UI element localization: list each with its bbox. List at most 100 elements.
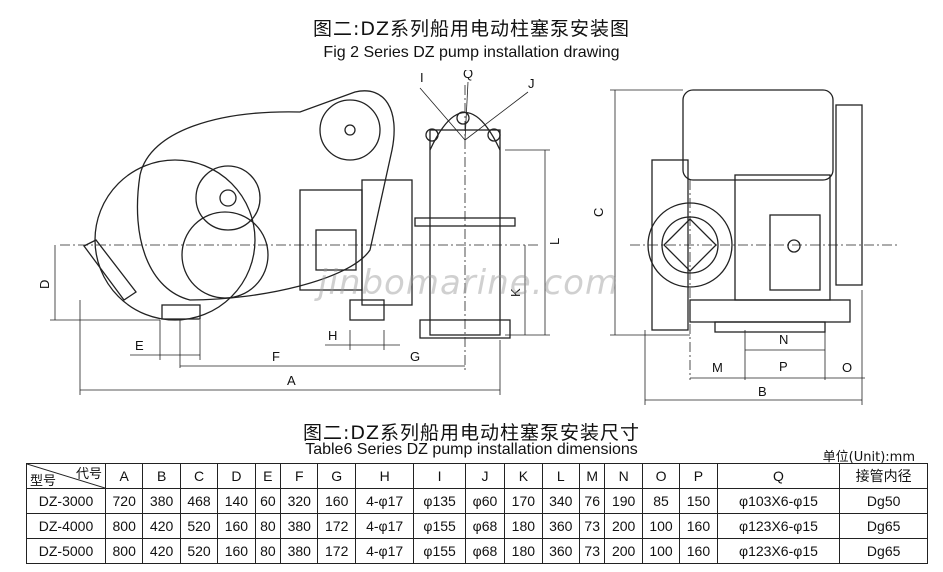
label-C: C xyxy=(591,208,606,217)
dimensions-table: 代号 型号 A B C D E F G H I J K L M N O P Q … xyxy=(26,463,928,564)
label-Q: Q xyxy=(463,70,473,81)
figure-title-en: Fig 2 Series DZ pump installation drawin… xyxy=(323,44,620,61)
label-P: P xyxy=(779,359,788,374)
cell: 4-φ17 xyxy=(354,488,415,514)
cell: φ135 xyxy=(413,488,466,514)
label-I: I xyxy=(420,70,424,85)
cell: φ68 xyxy=(464,513,506,539)
cell: φ123X6-φ15 xyxy=(716,538,841,564)
label-B: B xyxy=(758,384,767,399)
table-title-en: Table6 Series DZ pump installation dimen… xyxy=(305,441,638,458)
cell: 420 xyxy=(142,513,181,539)
table-title-cn: 图二:DZ系列船用电动柱塞泵安装尺寸 xyxy=(302,422,641,444)
label-O: O xyxy=(842,360,852,375)
label-M: M xyxy=(712,360,723,375)
cell: 60 xyxy=(254,488,282,514)
header-C: C xyxy=(179,463,219,489)
cell: Dg65 xyxy=(839,513,928,539)
cell: 520 xyxy=(179,513,219,539)
label-A: A xyxy=(287,373,296,388)
cell: 80 xyxy=(254,538,282,564)
cell: 150 xyxy=(679,488,718,514)
header-L: L xyxy=(541,463,580,489)
header-J: J xyxy=(464,463,506,489)
header-Q: Q xyxy=(716,463,841,489)
cell: 172 xyxy=(317,513,356,539)
header-K: K xyxy=(504,463,543,489)
cell: 100 xyxy=(641,513,681,539)
header-M: M xyxy=(578,463,606,489)
corner-model-label: 型号 xyxy=(30,473,57,488)
cell: 420 xyxy=(142,538,181,564)
cell: 76 xyxy=(578,488,606,514)
watermark: jinbomarine.com xyxy=(318,263,620,303)
table-header-row: 代号 型号 A B C D E F G H I J K L M N O P Q … xyxy=(26,463,928,489)
table-row: DZ-4000 800 420 520 160 80 380 172 4-φ17… xyxy=(26,513,928,539)
cell: 160 xyxy=(317,488,356,514)
cell: 200 xyxy=(604,538,643,564)
header-N: N xyxy=(604,463,643,489)
header-B: B xyxy=(142,463,181,489)
cell-model: DZ-5000 xyxy=(26,538,106,564)
cell-model: DZ-3000 xyxy=(26,488,106,514)
corner-code-label: 代号 xyxy=(75,466,102,481)
header-D: D xyxy=(217,463,256,489)
cell: 800 xyxy=(104,538,144,564)
label-H: H xyxy=(328,328,337,343)
cell: 73 xyxy=(578,513,606,539)
table-row: DZ-5000 800 420 520 160 80 380 172 4-φ17… xyxy=(26,538,928,564)
label-G: G xyxy=(410,349,420,364)
cell: 380 xyxy=(280,538,319,564)
cell: 160 xyxy=(679,538,718,564)
header-H: H xyxy=(354,463,415,489)
cell: 100 xyxy=(641,538,681,564)
cell: 80 xyxy=(254,513,282,539)
cell: φ123X6-φ15 xyxy=(716,513,841,539)
cell: 360 xyxy=(541,513,580,539)
cell: 340 xyxy=(541,488,580,514)
label-E: E xyxy=(135,338,144,353)
cell: 4-φ17 xyxy=(354,538,415,564)
unit-label: 单位(Unit):mm xyxy=(822,450,915,465)
label-L: L xyxy=(547,238,562,245)
label-N: N xyxy=(779,332,788,347)
cell: 4-φ17 xyxy=(354,513,415,539)
cell: Dg50 xyxy=(839,488,928,514)
label-D: D xyxy=(37,280,52,289)
cell: 380 xyxy=(280,513,319,539)
cell-model: DZ-4000 xyxy=(26,513,106,539)
cell: Dg65 xyxy=(839,538,928,564)
header-I: I xyxy=(413,463,466,489)
cell: 180 xyxy=(504,538,543,564)
cell: φ155 xyxy=(413,513,466,539)
header-P: P xyxy=(679,463,718,489)
header-pipe-diameter: 接管内径 xyxy=(839,463,928,489)
cell: 73 xyxy=(578,538,606,564)
corner-header-cell: 代号 型号 xyxy=(26,463,106,489)
cell: 320 xyxy=(280,488,319,514)
cell: 170 xyxy=(504,488,543,514)
cell: 468 xyxy=(179,488,219,514)
header-A: A xyxy=(104,463,144,489)
cell: 200 xyxy=(604,513,643,539)
header-F: F xyxy=(280,463,319,489)
cell: 160 xyxy=(679,513,718,539)
figure-title-cn: 图二:DZ系列船用电动柱塞泵安装图 xyxy=(312,18,631,40)
cell: 85 xyxy=(641,488,681,514)
cell: φ155 xyxy=(413,538,466,564)
cell: φ68 xyxy=(464,538,506,564)
cell: φ103X6-φ15 xyxy=(716,488,841,514)
cell: 160 xyxy=(217,513,256,539)
cell: 720 xyxy=(104,488,144,514)
label-J: J xyxy=(528,76,535,91)
cell: 180 xyxy=(504,513,543,539)
cell: 160 xyxy=(217,538,256,564)
cell: 380 xyxy=(142,488,181,514)
cell: φ60 xyxy=(464,488,506,514)
table-row: DZ-3000 720 380 468 140 60 320 160 4-φ17… xyxy=(26,488,928,514)
header-O: O xyxy=(641,463,681,489)
cell: 360 xyxy=(541,538,580,564)
label-K: K xyxy=(508,288,523,297)
header-E: E xyxy=(254,463,282,489)
header-G: G xyxy=(317,463,356,489)
